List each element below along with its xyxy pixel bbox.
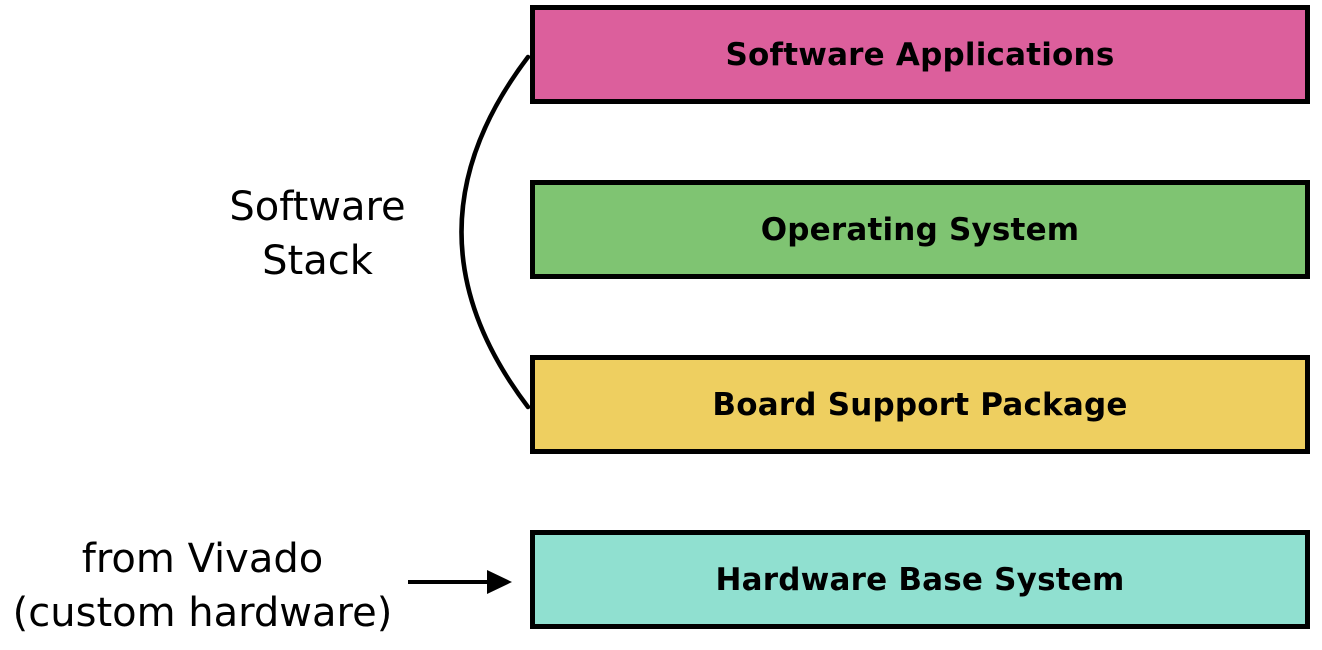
software-stack-label: Software Stack [195,180,440,288]
hardware-source-label-line2: (custom hardware) [12,590,393,636]
layer-board-support-package: Board Support Package [530,355,1310,454]
layer-hardware-base-system: Hardware Base System [530,530,1310,629]
software-stack-label-line2: Stack [262,238,373,284]
layer-operating-system: Operating System [530,180,1310,279]
layer-label: Board Support Package [712,386,1128,423]
software-stack-brace [459,54,531,410]
hardware-source-label-line1: from Vivado [81,536,324,582]
software-stack-label-line1: Software [229,184,406,230]
layer-label: Hardware Base System [715,561,1125,598]
layer-label: Operating System [760,211,1080,248]
hardware-source-label: from Vivado (custom hardware) [0,532,405,640]
layer-software-applications: Software Applications [530,5,1310,104]
layer-label: Software Applications [725,36,1115,73]
hardware-arrow-head-icon [487,570,512,594]
